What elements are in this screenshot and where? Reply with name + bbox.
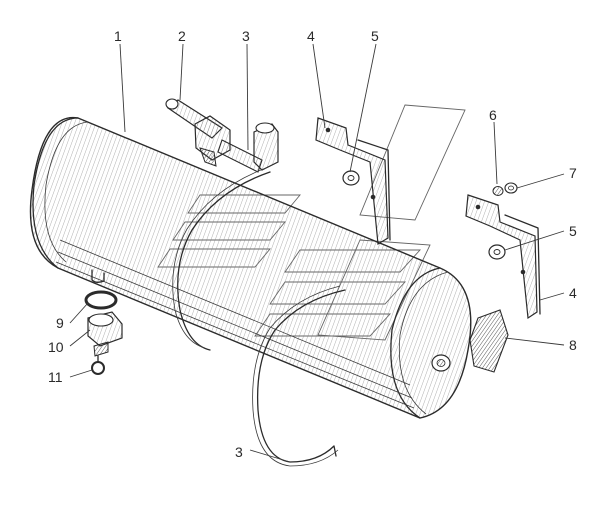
callout-9: 9 bbox=[56, 315, 64, 331]
strap-lower bbox=[252, 285, 346, 467]
callout-6: 6 bbox=[489, 107, 497, 123]
callout-7: 7 bbox=[569, 165, 577, 181]
strap-upper bbox=[172, 167, 271, 351]
callout-5: 5 bbox=[371, 28, 379, 44]
callout-labels: 1 2 3 4 5 6 7 5 4 8 9 10 11 3 bbox=[48, 28, 577, 460]
rubber-pad bbox=[469, 309, 509, 373]
callout-8: 8 bbox=[569, 337, 577, 353]
callout-1: 1 bbox=[114, 28, 122, 44]
callout-4: 4 bbox=[307, 28, 315, 44]
air-tank bbox=[29, 116, 472, 419]
callout-3: 3 bbox=[242, 28, 250, 44]
callout-2: 2 bbox=[178, 28, 186, 44]
callout-3b: 3 bbox=[235, 444, 243, 460]
inlet-fitting bbox=[165, 98, 279, 173]
callout-10: 10 bbox=[48, 339, 64, 355]
bracket-right bbox=[465, 194, 541, 320]
leader-lines bbox=[69, 43, 565, 463]
callout-11: 11 bbox=[48, 369, 63, 385]
nut-and-washer bbox=[492, 182, 518, 196]
callout-4b: 4 bbox=[569, 285, 577, 301]
callout-5b: 5 bbox=[569, 223, 577, 239]
drain-valve-parts bbox=[84, 290, 123, 375]
bracket-upper bbox=[315, 117, 391, 246]
